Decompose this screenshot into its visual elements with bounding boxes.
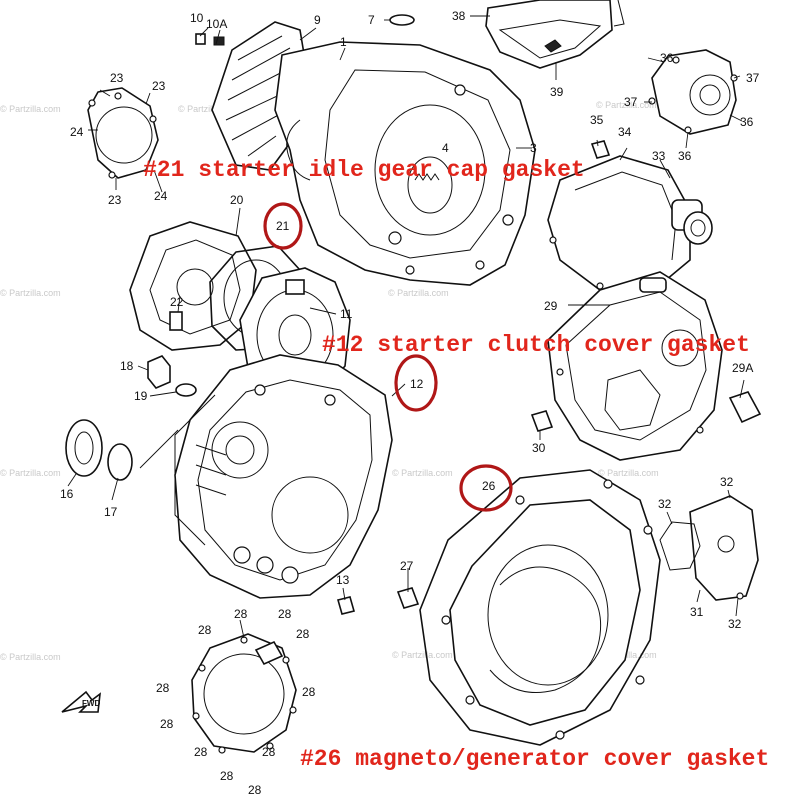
- starter-idle-gear-cap-gasket: [87, 87, 159, 179]
- callout-36: 36: [740, 115, 754, 129]
- callout-19: 19: [134, 389, 148, 403]
- annotation-gasket-26: #26 magneto/generator cover gasket: [300, 746, 769, 772]
- callout-11: 11: [340, 307, 353, 321]
- callout-4: 4: [442, 141, 449, 155]
- callout-37: 37: [624, 95, 638, 109]
- callout-24: 24: [70, 125, 84, 139]
- ring-12: [394, 354, 438, 412]
- callout-27: 27: [400, 559, 414, 573]
- callout-10: 10: [190, 11, 204, 25]
- watermark: © Partzilla.com: [0, 104, 61, 114]
- callout-28: 28: [156, 681, 170, 695]
- starter-idle-cover: [648, 49, 738, 135]
- callout-36: 36: [660, 51, 674, 65]
- callout-12: 12: [410, 377, 424, 391]
- highlight-rings: [263, 202, 513, 512]
- callout-22: 22: [170, 295, 184, 309]
- callout-17: 17: [104, 505, 118, 519]
- callout-35: 35: [590, 113, 604, 127]
- callout-30: 30: [532, 441, 546, 455]
- callout-28: 28: [220, 769, 234, 783]
- callout-38: 38: [452, 9, 466, 23]
- callout-16: 16: [60, 487, 74, 501]
- leader-lines: [67, 15, 745, 639]
- callout-34: 34: [618, 125, 632, 139]
- callout-39: 39: [550, 85, 564, 99]
- right-side-cover: [547, 271, 723, 461]
- callout-36: 36: [678, 149, 692, 163]
- callout-13: 13: [336, 573, 350, 587]
- callout-23: 23: [152, 79, 166, 93]
- annotation-gasket-21: #21 starter idle gear cap gasket: [143, 157, 585, 183]
- watermark: © Partzilla.com: [392, 650, 453, 660]
- watermark: © Partzilla.com: [0, 288, 61, 298]
- callout-28: 28: [296, 627, 310, 641]
- gasket-12-and-cover: [174, 354, 393, 599]
- watermark: © Partzilla.com: [0, 468, 61, 478]
- callout-29: 29: [544, 299, 558, 313]
- watermark: © Partzilla.com: [392, 468, 453, 478]
- callout-28: 28: [248, 783, 262, 797]
- watermark: © Partzilla.com: [0, 652, 61, 662]
- annotations: #21 starter idle gear cap gasket #12 sta…: [143, 157, 769, 772]
- callout-18: 18: [120, 359, 134, 373]
- magneto-cover-assembly: [419, 469, 661, 746]
- starter-idle-gear-cap: [129, 221, 257, 351]
- callout-28: 28: [278, 607, 292, 621]
- clutch-cover-assembly: [211, 21, 536, 286]
- callout-28: 28: [194, 745, 208, 759]
- stator-cover-gasket: [191, 633, 297, 754]
- watermark: © Partzilla.com: [178, 104, 239, 114]
- callout-23: 23: [108, 193, 122, 207]
- fwd-arrow: FWD: [61, 690, 101, 713]
- callout-28: 28: [262, 745, 276, 759]
- watermark: © Partzilla.com: [388, 288, 449, 298]
- watermark: © Partzilla.com: [596, 100, 657, 110]
- callout-10a: 10A: [206, 17, 227, 31]
- starter-motor-cover: [547, 155, 713, 291]
- watermark: © Partzilla.com: [598, 468, 659, 478]
- callout-28: 28: [198, 623, 212, 637]
- callout-37: 37: [746, 71, 760, 85]
- ring-26: [459, 464, 513, 512]
- callout-32: 32: [658, 497, 672, 511]
- callout-21: 21: [276, 219, 290, 233]
- callout-20: 20: [230, 193, 244, 207]
- top-cover-plate: [485, 0, 625, 69]
- fwd-label: FWD: [82, 699, 100, 708]
- callout-7: 7: [368, 13, 375, 27]
- pickup-cover: [659, 495, 759, 601]
- callout-23: 23: [110, 71, 124, 85]
- callout-29a: 29A: [732, 361, 753, 375]
- callout-3: 3: [530, 141, 537, 155]
- callout-31: 31: [690, 605, 704, 619]
- callout-32: 32: [720, 475, 734, 489]
- callout-numbers: 10 10A 9 1 7 38 39 36 37 37 36 36 35 34 …: [60, 9, 760, 797]
- annotation-gasket-12: #12 starter clutch cover gasket: [322, 332, 750, 358]
- callout-32: 32: [728, 617, 742, 631]
- callout-9: 9: [314, 13, 321, 27]
- ring-21: [263, 202, 303, 250]
- callout-28: 28: [160, 717, 174, 731]
- callout-1: 1: [340, 35, 347, 49]
- callout-24: 24: [154, 189, 168, 203]
- left-small-parts: [65, 355, 197, 481]
- callout-33: 33: [652, 149, 666, 163]
- callout-26: 26: [482, 479, 496, 493]
- callout-28: 28: [234, 607, 248, 621]
- callout-28: 28: [302, 685, 316, 699]
